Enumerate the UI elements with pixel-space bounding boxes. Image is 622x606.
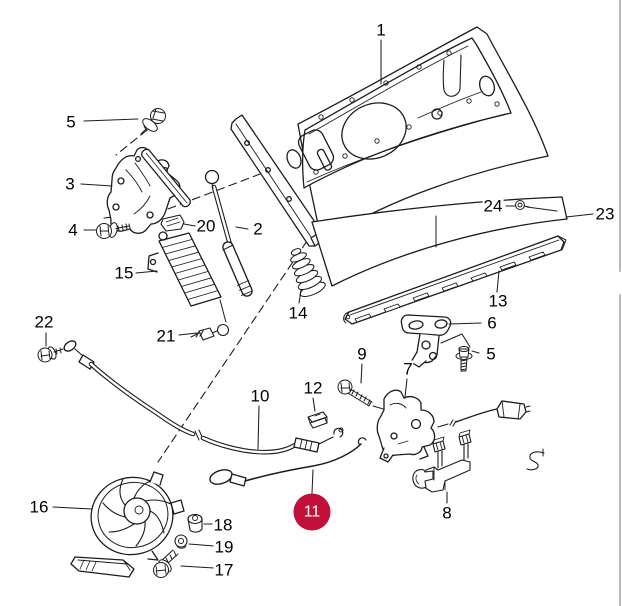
screw-22-drawing [37, 346, 64, 363]
bracket-8-drawing [412, 429, 472, 493]
callout-20[interactable]: 20 [195, 216, 217, 236]
highlighted-callout-11[interactable]: 11 [293, 493, 331, 531]
callout-8[interactable]: 8 [441, 503, 453, 523]
emergency-cable-11-drawing [209, 437, 367, 487]
screw-5-top-drawing [140, 108, 166, 135]
callout-23[interactable]: 23 [594, 204, 616, 224]
callout-24[interactable]: 24 [482, 196, 504, 216]
screw-9-drawing [337, 379, 391, 412]
fan-16-drawing [70, 471, 185, 578]
ball-stud-21-drawing [190, 323, 230, 341]
callout-leader-lines [45, 39, 594, 569]
hinge-bracket-drawing [106, 146, 191, 234]
rear-panel-drawing [311, 196, 568, 287]
callout-22[interactable]: 22 [33, 312, 55, 332]
screw-4-drawing [96, 222, 131, 239]
callout-13[interactable]: 13 [487, 291, 509, 311]
sill-strip-drawing [343, 235, 567, 325]
screw-24-drawing [515, 200, 530, 210]
wiring-harness-drawing [437, 400, 545, 471]
clip-20-drawing [160, 214, 185, 232]
callout-12[interactable]: 12 [302, 378, 324, 398]
screw-19-drawing [174, 534, 188, 549]
callout-17[interactable]: 17 [213, 560, 235, 580]
module-15-drawing [147, 231, 227, 323]
gas-strut-drawing [204, 169, 253, 297]
lock-7-drawing [376, 389, 436, 463]
callout-14[interactable]: 14 [287, 303, 309, 323]
callout-5-bottom[interactable]: 5 [485, 344, 497, 364]
callout-4[interactable]: 4 [67, 220, 79, 240]
trunk-lid-drawing [230, 26, 549, 247]
callout-15[interactable]: 15 [113, 263, 135, 283]
callout-10[interactable]: 10 [249, 386, 271, 406]
callout-2[interactable]: 2 [252, 219, 264, 239]
callout-1[interactable]: 1 [375, 20, 387, 40]
callout-6[interactable]: 6 [486, 313, 498, 333]
screw-18-drawing [187, 513, 203, 533]
striker-6-drawing [400, 314, 452, 368]
callout-5-top[interactable]: 5 [65, 112, 77, 132]
callout-19[interactable]: 19 [213, 537, 235, 557]
callout-16[interactable]: 16 [28, 497, 50, 517]
callout-21[interactable]: 21 [155, 326, 177, 346]
callout-7[interactable]: 7 [402, 359, 414, 379]
screw-17-drawing [153, 549, 179, 578]
screw-5-bottom-drawing [455, 346, 473, 372]
release-cable-10-drawing [63, 340, 344, 455]
clip-12-drawing [307, 411, 328, 429]
callout-9[interactable]: 9 [356, 344, 368, 364]
callout-18[interactable]: 18 [212, 515, 234, 535]
bellows-14-drawing [290, 248, 326, 298]
callout-3[interactable]: 3 [64, 174, 76, 194]
